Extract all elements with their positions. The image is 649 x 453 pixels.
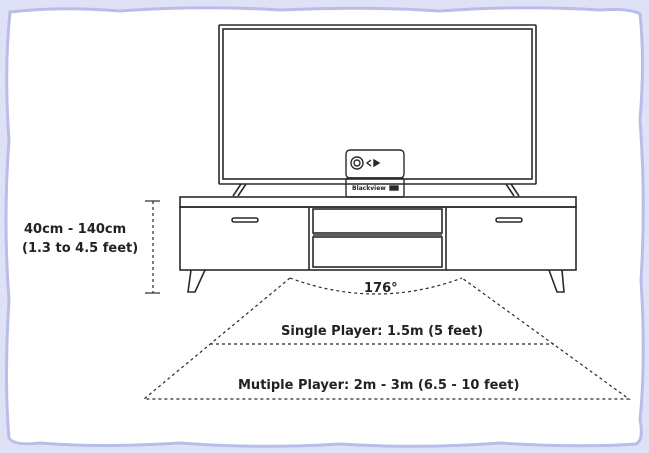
play-icon [373,158,381,168]
drawer-left-handle [231,217,259,223]
cabinet-upper-compartment [312,208,443,234]
camera-icon [350,156,364,170]
tv-screen [222,28,533,180]
drawer-right-handle [495,217,523,223]
tv-foot-right [505,183,520,197]
height-range-feet-label: (1.3 to 4.5 feet) [22,241,138,256]
height-range-label: 40cm - 140cm [24,222,126,237]
back-icon [365,159,372,167]
single-player-label: Single Player: 1.5m (5 feet) [281,324,483,339]
tv-cabinet [179,196,577,293]
tv-bezel [218,24,537,185]
cabinet-body [179,206,577,271]
cabinet-lower-compartment [312,236,443,268]
height-dimension [145,200,160,294]
viewing-distance [142,277,631,400]
tv-foot-left [232,183,247,197]
outer-viewing-zone [142,277,631,400]
cabinet-leg-right [548,269,565,293]
tv [218,24,537,197]
console-brand: Blackview [352,185,386,192]
cabinet-leg-left [187,269,206,293]
multiple-player-label: Mutiple Player: 2m - 3m (6.5 - 10 feet) [238,378,519,393]
angle-label: 176° [364,281,398,296]
